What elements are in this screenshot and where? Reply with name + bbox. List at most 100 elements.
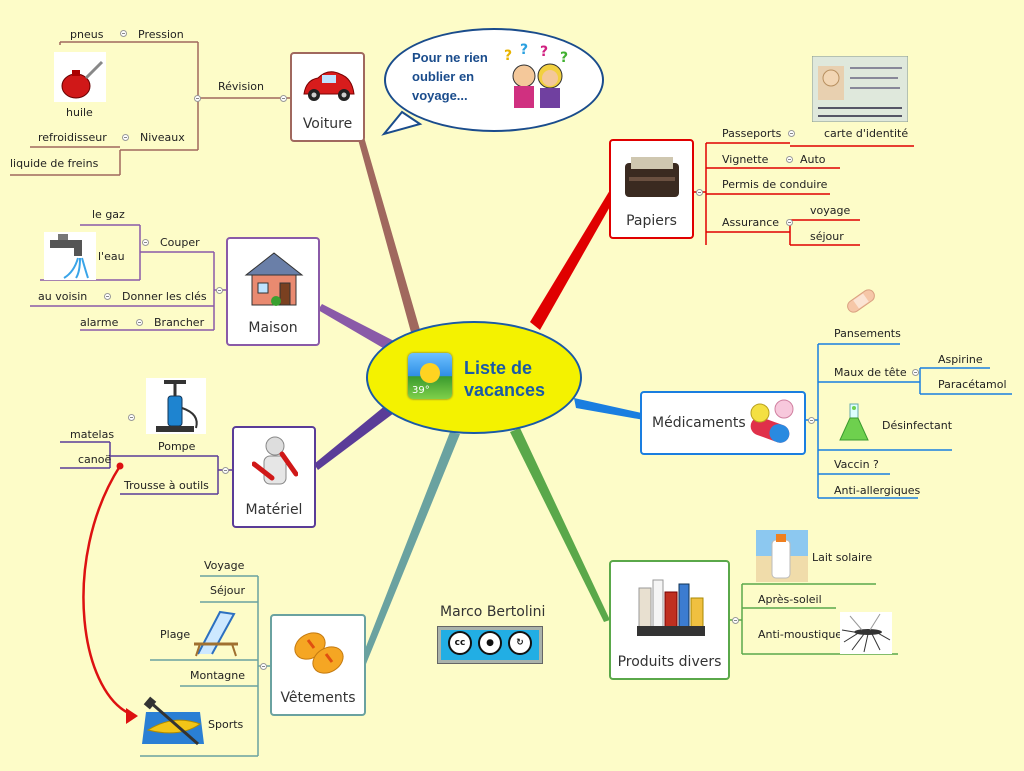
svg-text:?: ? [504, 48, 512, 64]
id-card-icon [812, 56, 908, 122]
central-title-line2: vacances [464, 380, 546, 400]
collapse-toggle[interactable] [786, 156, 793, 163]
label-huile[interactable]: huile [66, 106, 93, 119]
collapse-toggle[interactable] [104, 293, 111, 300]
collapse-toggle[interactable] [216, 287, 223, 294]
label-apres-soleil[interactable]: Après-soleil [758, 593, 822, 606]
collapse-toggle[interactable] [788, 130, 795, 137]
label-passeports[interactable]: Passeports [722, 127, 782, 140]
label-trousse[interactable]: Trousse à outils [124, 479, 209, 492]
svg-text:?: ? [520, 42, 528, 58]
label-voyage[interactable]: Voyage [204, 559, 245, 572]
spoke-produits [510, 428, 610, 622]
svg-text:?: ? [560, 50, 568, 66]
label-au-voisin[interactable]: au voisin [38, 290, 88, 303]
label-matelas[interactable]: matelas [70, 428, 115, 441]
bubble-tail [381, 110, 423, 136]
svg-text:?: ? [540, 44, 548, 60]
label-couper[interactable]: Couper [160, 236, 200, 249]
label-refroidisseur[interactable]: refroidisseur [38, 131, 107, 144]
label-eau[interactable]: l'eau [98, 250, 125, 263]
node-title: Papiers [626, 213, 677, 229]
node-medicaments[interactable]: Médicaments [640, 391, 806, 455]
collapse-toggle[interactable] [142, 239, 149, 246]
collapse-toggle[interactable] [222, 467, 229, 474]
collapse-toggle[interactable] [696, 189, 703, 196]
node-vetements[interactable]: Vêtements [270, 614, 366, 716]
collapse-toggle[interactable] [260, 663, 267, 670]
node-title: Produits divers [617, 654, 722, 670]
label-paracetamol[interactable]: Paracétamol [938, 378, 1007, 391]
author-name: Marco Bertolini [440, 604, 546, 620]
label-aspirine[interactable]: Aspirine [938, 353, 983, 366]
bandage-icon [847, 289, 875, 313]
node-title: Vêtements [280, 690, 356, 706]
label-canoe[interactable]: canoë [78, 453, 112, 466]
node-produits-divers[interactable]: Produits divers [609, 560, 730, 680]
label-niveaux[interactable]: Niveaux [140, 131, 185, 144]
label-brancher[interactable]: Brancher [154, 316, 205, 329]
oil-can-icon [54, 52, 106, 102]
beach-chair-icon [194, 610, 238, 657]
label-pneus[interactable]: pneus [70, 28, 104, 41]
collapse-toggle[interactable] [786, 219, 793, 226]
label-sejour[interactable]: Séjour [210, 584, 246, 597]
node-title: Voiture [302, 116, 353, 132]
collapse-toggle[interactable] [912, 369, 919, 376]
bubble-line2: oublier en [412, 69, 475, 84]
spoke-maison [318, 304, 396, 352]
creative-commons-badge[interactable]: cc ● ↻ [437, 626, 543, 664]
weather-icon: 39° [408, 353, 452, 399]
collapse-toggle[interactable] [120, 30, 127, 37]
water-tap-icon [44, 232, 96, 280]
collapse-toggle[interactable] [122, 134, 129, 141]
label-sports[interactable]: Sports [208, 718, 244, 731]
label-permis[interactable]: Permis de conduire [722, 178, 828, 191]
label-anti-moustiques[interactable]: Anti-moustiques [758, 628, 848, 641]
spoke-papiers [530, 190, 616, 330]
central-title-line1: Liste de [464, 358, 533, 378]
label-assurance-voyage[interactable]: voyage [810, 204, 851, 217]
spoke-medicaments [574, 398, 646, 420]
label-assurance[interactable]: Assurance [722, 216, 780, 229]
label-anti-allergiques[interactable]: Anti-allergiques [834, 484, 921, 497]
collapse-toggle[interactable] [194, 95, 201, 102]
label-gaz[interactable]: le gaz [92, 208, 125, 221]
label-lait-solaire[interactable]: Lait solaire [812, 551, 873, 564]
relation-arrow [82, 465, 137, 718]
label-liquide-freins[interactable]: liquide de freins [10, 157, 99, 170]
flip-flops-icon [294, 632, 344, 674]
attribution-icon: ● [478, 631, 502, 655]
collapse-toggle[interactable] [136, 319, 143, 326]
node-voiture[interactable]: Voiture [290, 52, 365, 142]
node-title: Maison [248, 320, 298, 336]
central-topic[interactable]: 39° Liste de vacances [366, 321, 582, 434]
label-maux-tete[interactable]: Maux de tête [834, 366, 907, 379]
node-maison[interactable]: Maison [226, 237, 320, 346]
label-vaccin[interactable]: Vaccin ? [834, 458, 879, 471]
label-assurance-sejour[interactable]: séjour [810, 230, 844, 243]
label-donner-cles[interactable]: Donner les clés [122, 290, 207, 303]
collapse-toggle[interactable] [280, 95, 287, 102]
label-pompe[interactable]: Pompe [158, 440, 196, 453]
node-materiel[interactable]: Matériel [232, 426, 316, 528]
spoke-materiel [314, 400, 398, 470]
label-desinfectant[interactable]: Désinfectant [882, 419, 953, 432]
label-plage[interactable]: Plage [160, 628, 191, 641]
label-revision[interactable]: Révision [218, 80, 264, 93]
collapse-toggle[interactable] [808, 417, 815, 424]
label-alarme[interactable]: alarme [80, 316, 119, 329]
label-carte-identite[interactable]: carte d'identité [824, 127, 909, 140]
node-papiers[interactable]: Papiers [609, 139, 694, 239]
label-montagne[interactable]: Montagne [190, 669, 245, 682]
bubble-line1: Pour ne rien [412, 50, 488, 65]
collapse-toggle[interactable] [128, 414, 135, 421]
label-auto[interactable]: Auto [800, 153, 826, 166]
label-pansements[interactable]: Pansements [834, 327, 901, 340]
label-vignette[interactable]: Vignette [722, 153, 769, 166]
bubble-line3: voyage... [412, 88, 468, 103]
label-pression[interactable]: Pression [138, 28, 184, 41]
toiletries-icon [637, 579, 705, 636]
collapse-toggle[interactable] [732, 617, 739, 624]
